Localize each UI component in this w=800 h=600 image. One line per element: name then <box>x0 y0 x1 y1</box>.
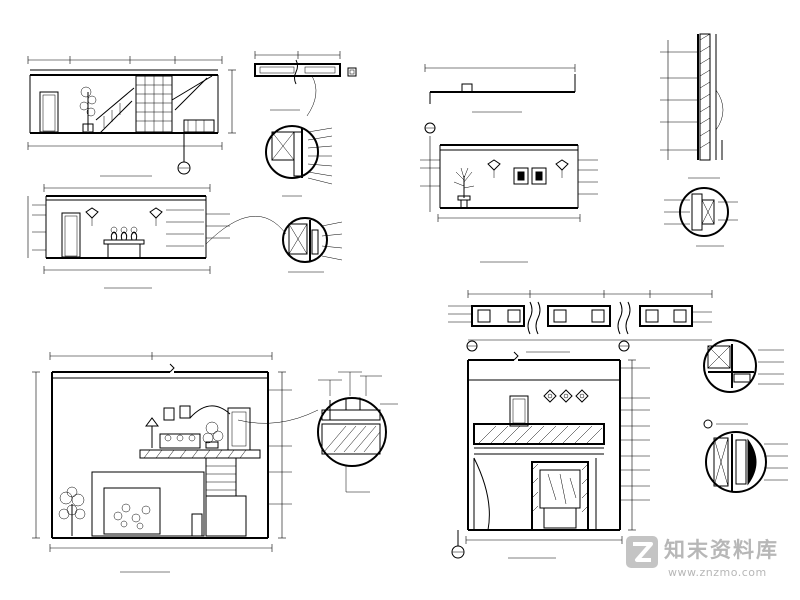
detail-circle-f <box>664 187 738 247</box>
watermark: 知末资料库 www.znzmo.com <box>624 530 794 596</box>
plan-strip-h <box>448 290 713 353</box>
sofa-icon <box>159 433 201 449</box>
rosette-ornaments <box>543 389 589 403</box>
floor-lamp-icon <box>145 417 159 448</box>
watermark-name: 知末资料库 <box>664 538 779 562</box>
fireplace <box>531 461 589 531</box>
plant-icon <box>79 86 97 133</box>
potted-plant-icon <box>453 167 475 207</box>
detail-circle-g <box>237 371 398 493</box>
plan-strip-d <box>424 64 576 113</box>
plant-icon <box>202 421 224 449</box>
detail-circle-b1 <box>265 125 333 197</box>
detail-circle-j1 <box>703 339 784 429</box>
elevation-e <box>420 122 598 263</box>
elevation-a <box>27 56 236 177</box>
section-g <box>32 352 292 573</box>
detail-circle-j2 <box>705 431 788 493</box>
elevation-i <box>451 351 650 559</box>
wall-section-f <box>660 33 724 179</box>
watermark-url: www.znzmo.com <box>668 566 767 579</box>
elevation-c <box>27 184 230 289</box>
znzmo-logo-icon <box>626 536 658 568</box>
lattice-screen <box>135 75 173 133</box>
detail-circle-c <box>205 215 343 273</box>
flower-arrangement-icon <box>113 503 151 530</box>
section-strip-b <box>254 51 357 117</box>
tree-icon <box>58 486 86 536</box>
